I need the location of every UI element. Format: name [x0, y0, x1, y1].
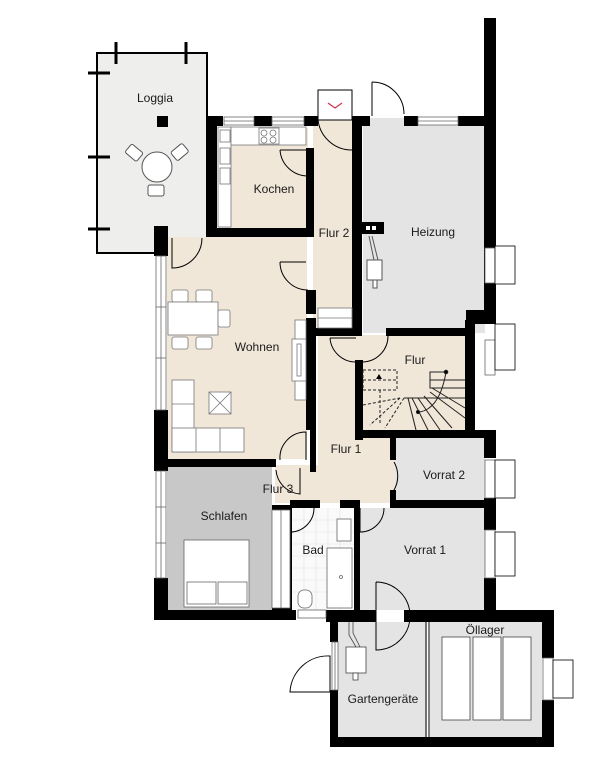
gartengeraete-floor [337, 622, 427, 737]
kitchen-units [217, 126, 307, 228]
room-label-bad: Bad [302, 543, 324, 557]
room-label-flur3: Flur 3 [262, 482, 294, 496]
partition [425, 622, 430, 737]
flur2-floor [313, 120, 353, 335]
water-heater [345, 622, 367, 681]
room-label-vorrat1: Vorrat 1 [403, 543, 447, 557]
bathroom-fixtures [297, 518, 353, 609]
room-label-flur1: Flur 1 [330, 442, 362, 456]
wohnen-furniture [167, 289, 353, 453]
room-label-schlafen: Schlafen [200, 509, 248, 523]
room-label-gartengeraete: Gartengeräte [347, 692, 419, 706]
flur-floor [362, 335, 465, 430]
loggia-column [157, 116, 168, 127]
staircase [362, 369, 466, 431]
loggia-posts [88, 42, 188, 231]
room-label-kochen: Kochen [253, 182, 295, 196]
room-label-vorrat2: Vorrat 2 [422, 468, 466, 482]
boiler [362, 224, 384, 289]
entry-arrow-icon [327, 102, 343, 109]
vorrat2-floor [395, 437, 485, 500]
room-label-oellager: Öllager [465, 623, 505, 637]
room-label-flur: Flur [404, 353, 426, 367]
door-swings [171, 81, 411, 693]
vorrat1-floor [360, 508, 485, 610]
room-label-heizung: Heizung [410, 225, 456, 239]
room-label-wohnen: Wohnen [234, 340, 280, 354]
windows [155, 116, 574, 701]
room-label-flur2: Flur 2 [318, 226, 350, 240]
oil-tanks [441, 636, 532, 721]
loggia-table-set [125, 143, 189, 197]
bed-and-wardrobe [183, 509, 291, 609]
room-label-loggia: Loggia [136, 91, 174, 105]
